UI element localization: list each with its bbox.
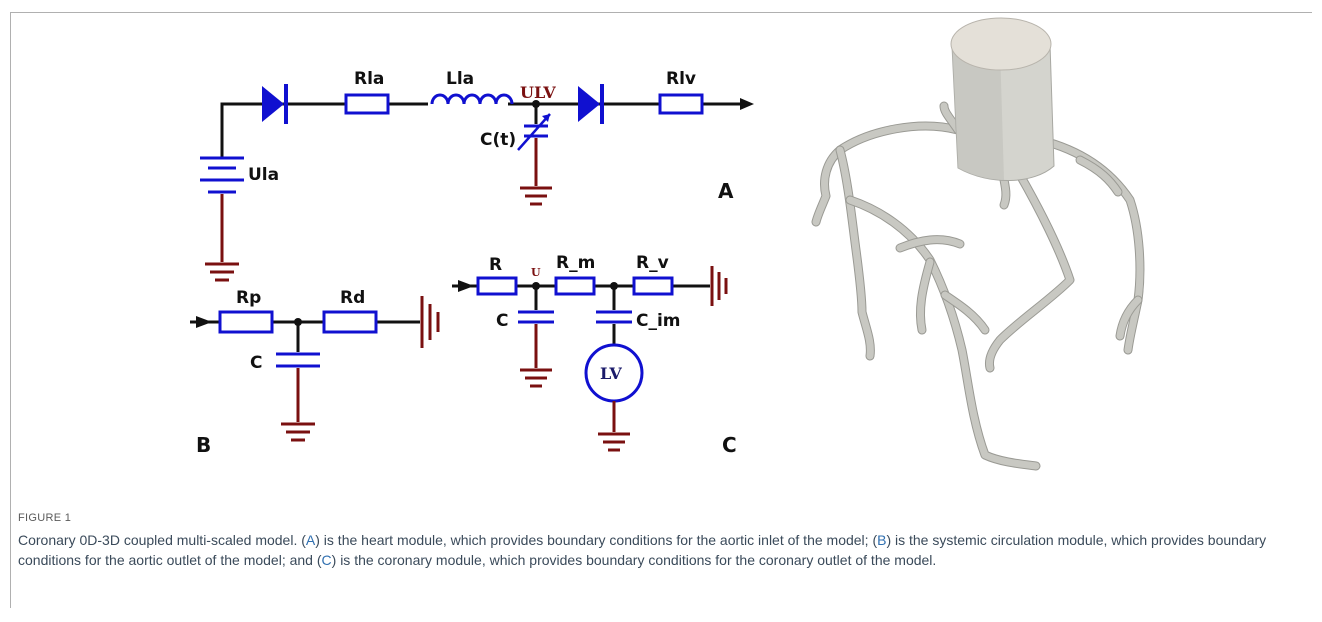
circuit-a-top-wire	[220, 102, 740, 152]
resistor-rla	[344, 93, 390, 115]
label-ulv: ULV	[520, 83, 556, 102]
label-rlv: Rlv	[666, 69, 696, 89]
label-ct: C(t)	[480, 130, 516, 150]
resistor-rd	[322, 310, 378, 334]
coronary-3d-model	[811, 17, 1145, 471]
circuit-c: R U R_m R_v C	[452, 253, 737, 457]
ground-c1-icon	[710, 266, 728, 306]
arrow-in-c	[458, 280, 474, 292]
label-lla: Lla	[446, 69, 474, 89]
label-rd: Rd	[340, 288, 365, 308]
circuit-a: Rla Lla ULV Rlv C(t)	[200, 69, 754, 282]
ground-a2-icon	[205, 262, 239, 282]
label-r-m: R_m	[556, 253, 595, 273]
label-c-c: C	[496, 311, 508, 331]
ground-c3-icon	[598, 432, 630, 452]
arrow-in-b	[196, 316, 212, 328]
label-c-im: C_im	[636, 311, 681, 331]
resistor-rlv	[658, 93, 704, 115]
ground-c2-icon	[520, 368, 552, 388]
resistor-rp	[218, 310, 274, 334]
label-r-v: R_v	[636, 253, 669, 273]
resistor-r	[476, 276, 518, 296]
panel-letter-b: B	[196, 433, 211, 457]
label-u: U	[531, 266, 541, 279]
resistor-r-m	[554, 276, 596, 296]
label-r: R	[489, 255, 502, 275]
diode-1	[262, 84, 288, 124]
caption-ref-c[interactable]: C	[321, 552, 332, 568]
arrow-out-a	[740, 98, 754, 110]
left-rule	[10, 12, 11, 608]
figure-label: FIGURE 1	[18, 512, 72, 524]
panel-letter-c: C	[722, 433, 737, 457]
resistor-r-v	[632, 276, 674, 296]
aortic-root	[950, 17, 1055, 182]
caption-ref-b[interactable]: B	[877, 532, 887, 548]
variable-arrow	[517, 113, 551, 151]
ground-b1-icon	[420, 296, 440, 348]
caption-ref-a[interactable]: A	[305, 532, 316, 548]
ground-a1-icon	[520, 186, 552, 206]
label-rla: Rla	[354, 69, 384, 89]
inductor-lla	[430, 93, 514, 105]
label-ula: Ula	[248, 165, 279, 185]
top-rule	[10, 12, 1312, 13]
ground-b2-icon	[281, 422, 315, 442]
caption-part-a: ) is the heart module, which provides bo…	[315, 532, 878, 548]
caption-text: Coronary 0D-3D coupled multi-scaled mode…	[18, 530, 1308, 570]
circuit-b: Rp Rd C B	[190, 288, 440, 457]
label-rp: Rp	[236, 288, 261, 308]
label-lv: LV	[600, 364, 622, 383]
figure-1-artwork: Rla Lla ULV Rlv C(t)	[190, 17, 1145, 471]
caption-intro: Coronary 0D-3D coupled multi-scaled mode…	[18, 532, 306, 548]
label-b-c: C	[250, 353, 262, 373]
figure-caption: FIGURE 1 Coronary 0D-3D coupled multi-sc…	[18, 512, 1308, 570]
diode-2	[578, 84, 604, 124]
panel-letter-a: A	[718, 179, 734, 203]
caption-part-c: ) is the coronary module, which provides…	[331, 552, 937, 568]
caption-part-b: ) is the systemic circulation module, wh…	[18, 532, 1267, 568]
